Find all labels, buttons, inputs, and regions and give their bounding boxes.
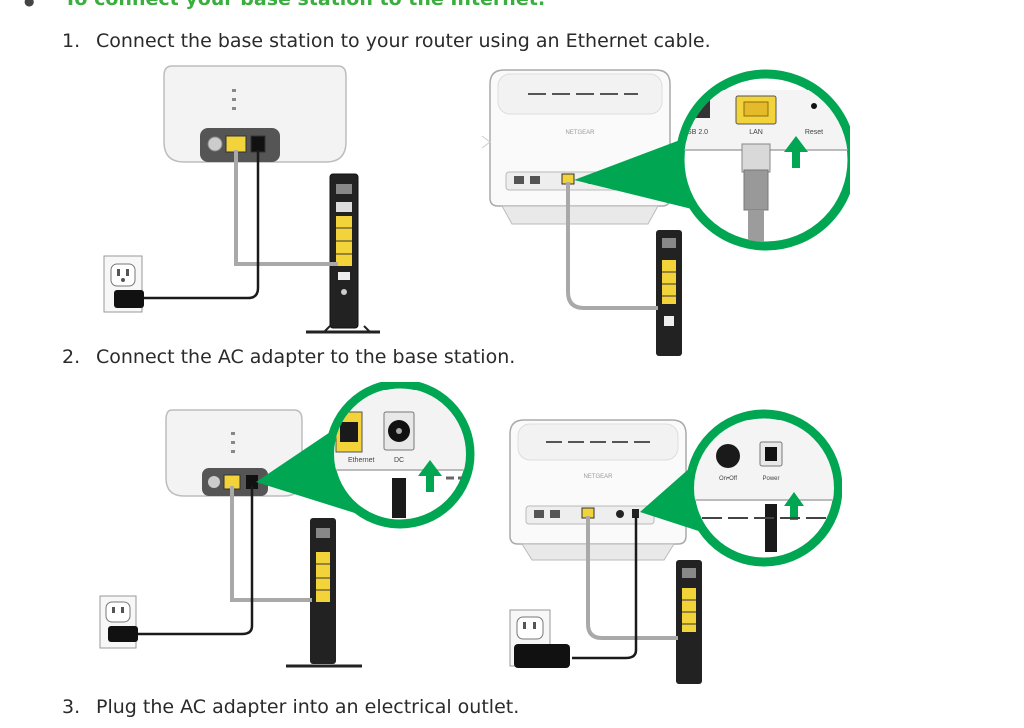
- power-cable-3: [572, 516, 638, 660]
- step-2: 2. Connect the AC adapter to the base sta…: [62, 346, 515, 368]
- insert-arrow-icon-3: [784, 492, 804, 520]
- figure-router-power: NETGEAR On•Off Power: [509, 409, 842, 684]
- step-1: 1. Connect the base station to your route…: [62, 30, 711, 52]
- on-off-label: On•Off: [719, 476, 737, 482]
- usb-port-label: USB 2.0: [682, 129, 708, 136]
- dc-port-label: DC: [394, 457, 404, 464]
- ethernet-cable-2: [566, 182, 658, 310]
- step-number: 2.: [62, 346, 81, 368]
- step-number: 1.: [62, 30, 81, 52]
- figure-base-station-ethernet: [103, 65, 380, 334]
- router-illustration: NETGEAR: [481, 69, 671, 225]
- zoom-callout-power: On•Off Power: [685, 409, 842, 567]
- cable-modem-illustration-3: [286, 518, 362, 668]
- wall-outlet-illustration-2: [99, 595, 138, 649]
- power-switch-icon: [716, 444, 740, 468]
- figure-base-station-power: Ethernet DC: [99, 382, 475, 668]
- ethernet-cable-4: [586, 516, 678, 640]
- step-text: Connect the AC adapter to the base stati…: [96, 346, 516, 368]
- wall-outlet-illustration: [103, 255, 144, 313]
- zoom-callout-lan: USB 2.0 LAN Reset: [675, 69, 850, 251]
- reset-button-label: Reset: [805, 129, 823, 136]
- ethernet-port-label: Ethernet: [348, 457, 375, 464]
- router-illustration-2: NETGEAR: [509, 419, 687, 561]
- zoom-callout-dc: Ethernet DC: [325, 382, 475, 529]
- zoom-cone: [574, 134, 704, 212]
- step-text: Connect the base station to your router …: [96, 30, 711, 52]
- ethernet-cable-3: [230, 486, 312, 602]
- ethernet-cable: [234, 150, 338, 266]
- power-cable-2: [138, 486, 254, 636]
- cable-modem-illustration: [306, 173, 380, 334]
- insert-arrow-icon-2: [418, 460, 442, 492]
- figure-router-lan-connection: NETGEAR USB 2.0 LAN: [481, 69, 850, 356]
- power-cable: [144, 150, 260, 300]
- heading-bullet: ●: [24, 0, 35, 8]
- wall-outlet-illustration-3: [509, 609, 570, 668]
- base-station-illustration: [163, 65, 347, 163]
- step-3: 3. Plug the AC adapter into an electrical…: [62, 696, 519, 718]
- section-heading-text: To connect your base station to the Inte…: [64, 0, 545, 10]
- router-brand-label-2: NETGEAR: [583, 474, 613, 480]
- step-number: 3.: [62, 696, 81, 718]
- step-text: Plug the AC adapter into an electrical o…: [96, 696, 520, 718]
- cable-modem-illustration-4: [676, 560, 702, 684]
- insert-arrow-icon: [784, 136, 808, 168]
- lan-port-label: LAN: [749, 129, 763, 136]
- power-port-label: Power: [762, 476, 779, 482]
- cable-modem-illustration-2: [656, 230, 682, 356]
- section-heading: ● To connect your base station to the In…: [24, 0, 545, 10]
- router-brand-label: NETGEAR: [565, 130, 595, 136]
